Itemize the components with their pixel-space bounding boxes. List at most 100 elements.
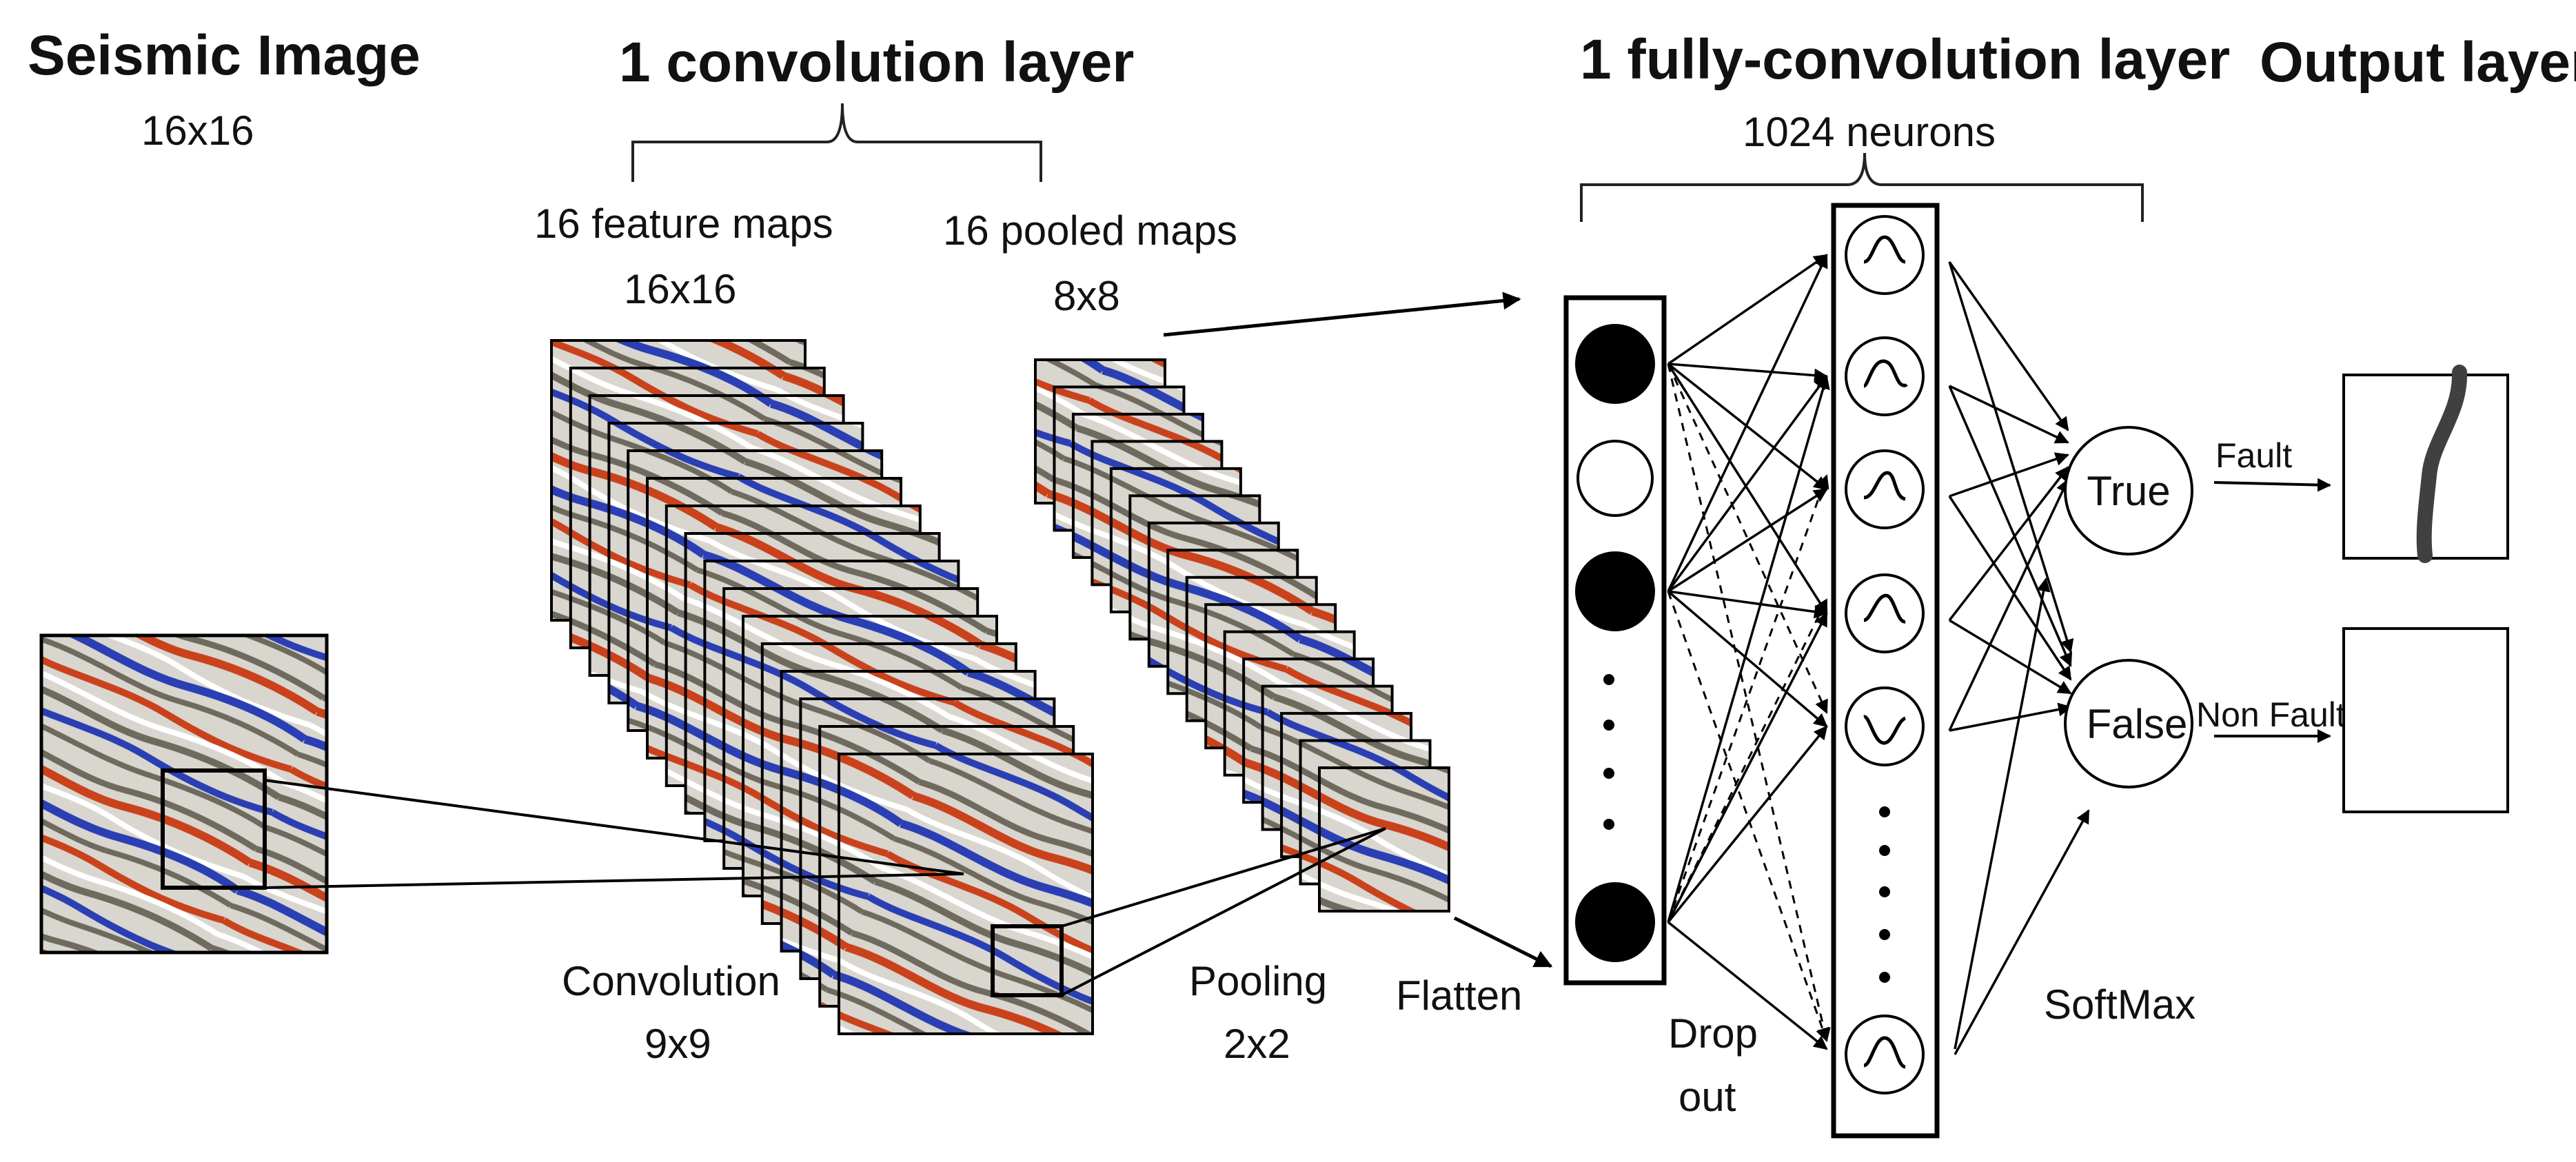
connection-line — [1949, 452, 2069, 498]
connection-line — [1949, 619, 2072, 695]
connection-line — [1948, 261, 2069, 431]
activation-function-icon — [1863, 235, 1906, 264]
fault-arrow — [2213, 478, 2331, 492]
ellipsis-dot — [1879, 972, 1890, 983]
output-layer-title: Output layer — [2260, 31, 2576, 94]
hidden-neuron — [1845, 449, 1925, 529]
activation-function-icon — [1863, 471, 1906, 501]
hidden-neurons — [1845, 215, 1925, 1094]
pooling-line-top — [1061, 827, 1386, 928]
seismic-image-title: Seismic Image — [28, 24, 420, 87]
feature-map — [838, 753, 1094, 1035]
flattened-input-column — [1563, 295, 1667, 986]
ellipsis-dot — [1603, 819, 1614, 830]
network-connections — [1667, 254, 2090, 1055]
hidden-neuron — [1845, 573, 1925, 653]
ellipsis-dot — [1603, 768, 1614, 779]
pooling-size: 2x2 — [1224, 1021, 1290, 1067]
dropout-connection-line — [1667, 591, 1829, 1042]
seismic-image-size: 16x16 — [141, 108, 254, 154]
pooling-label: Pooling — [1189, 958, 1327, 1004]
connection-line — [1948, 496, 2072, 681]
convolution-layer-title: 1 convolution layer — [619, 31, 1134, 94]
ellipsis-dot — [1879, 806, 1890, 817]
connection-line — [1949, 385, 2069, 444]
connection-line — [1667, 363, 1828, 615]
flatten-label: Flatten — [1396, 972, 1522, 1019]
dropout-connection-line — [1667, 474, 1829, 923]
hidden-neuron — [1845, 686, 1925, 766]
pooled-to-fc-arrow — [1163, 292, 1521, 337]
input-neuron-active — [1575, 882, 1655, 962]
ellipsis-dot — [1879, 886, 1890, 897]
hidden-neuron — [1845, 336, 1925, 416]
fc-layer-brace — [1580, 152, 2144, 222]
dropout-connection-line — [1667, 363, 1828, 714]
non-fault-output-image — [2342, 627, 2509, 813]
connection-line — [1667, 375, 1828, 593]
connection-line — [1667, 363, 1828, 491]
connection-line — [1948, 385, 2073, 667]
connection-line — [1667, 488, 1828, 593]
connection-line — [1667, 254, 1828, 365]
fully-convolution-layer-title: 1 fully-convolution layer — [1580, 28, 2230, 91]
pooling-line-bottom — [1061, 827, 1386, 997]
hidden-neuron — [1845, 1015, 1925, 1094]
activation-function-icon — [1863, 593, 1906, 624]
connection-line — [1667, 363, 1828, 383]
output-node-false-label: False — [2087, 701, 2188, 747]
dropout-label-bottom: out — [1679, 1074, 1736, 1120]
ellipsis-dot — [1603, 720, 1614, 731]
activation-function-icon — [1863, 715, 1907, 745]
input-neuron-active — [1575, 324, 1655, 404]
output-node-false — [2064, 659, 2193, 788]
neurons-label: 1024 neurons — [1743, 109, 1996, 155]
feature-maps-label: 16 feature maps — [534, 201, 833, 247]
flatten-arrow — [1453, 916, 1553, 968]
connection-line — [1949, 702, 2072, 732]
convolution-layer-brace — [631, 103, 1042, 182]
pooled-maps-size: 8x8 — [1053, 273, 1120, 319]
input-neuron-dropped — [1576, 440, 1654, 517]
pooled-maps-stack — [1034, 358, 1450, 913]
activation-function-icon — [1863, 359, 1908, 388]
convolution-line-top — [264, 779, 964, 875]
non-fault-label: Non Fault — [2196, 695, 2346, 734]
ellipsis-dot — [1603, 674, 1614, 685]
pooling-window — [991, 924, 1064, 997]
connection-line — [1948, 261, 2074, 653]
connection-line — [1667, 921, 1828, 1050]
connection-line — [1948, 466, 2069, 622]
pooled-map — [1318, 766, 1450, 913]
convolution-size: 9x9 — [645, 1021, 711, 1067]
connection-line — [1667, 725, 1828, 924]
connection-line — [1954, 809, 2090, 1055]
activation-function-icon — [1863, 1036, 1906, 1069]
ellipsis-dot — [1879, 929, 1890, 940]
pooled-maps-label: 16 pooled maps — [943, 207, 1237, 254]
hidden-neurons-column — [1831, 203, 1940, 1139]
output-node-true-label: True — [2087, 468, 2170, 514]
output-node-true — [2064, 426, 2193, 555]
ellipsis-dot — [1879, 845, 1890, 856]
connection-line — [1667, 375, 1830, 923]
softmax-label: SoftMax — [2044, 981, 2195, 1028]
convolution-label: Convolution — [562, 958, 780, 1004]
convolution-line-bottom — [264, 873, 964, 889]
input-neuron-active — [1575, 551, 1655, 631]
connection-line — [1667, 590, 1828, 728]
fault-line — [2416, 365, 2468, 563]
hidden-neuron — [1845, 215, 1925, 295]
convolution-window — [161, 768, 267, 890]
connection-line — [1954, 578, 2051, 1050]
dropout-connection-line — [1667, 363, 1831, 1042]
connection-line — [1667, 590, 1828, 619]
connection-line — [1948, 478, 2069, 731]
feature-maps-stack — [550, 339, 1094, 1035]
connection-line — [1667, 612, 1828, 923]
feature-maps-size: 16x16 — [624, 266, 736, 312]
dropout-label-top: Drop — [1668, 1010, 1758, 1057]
connection-line — [1667, 254, 1828, 592]
seismic-input-image — [39, 633, 329, 955]
